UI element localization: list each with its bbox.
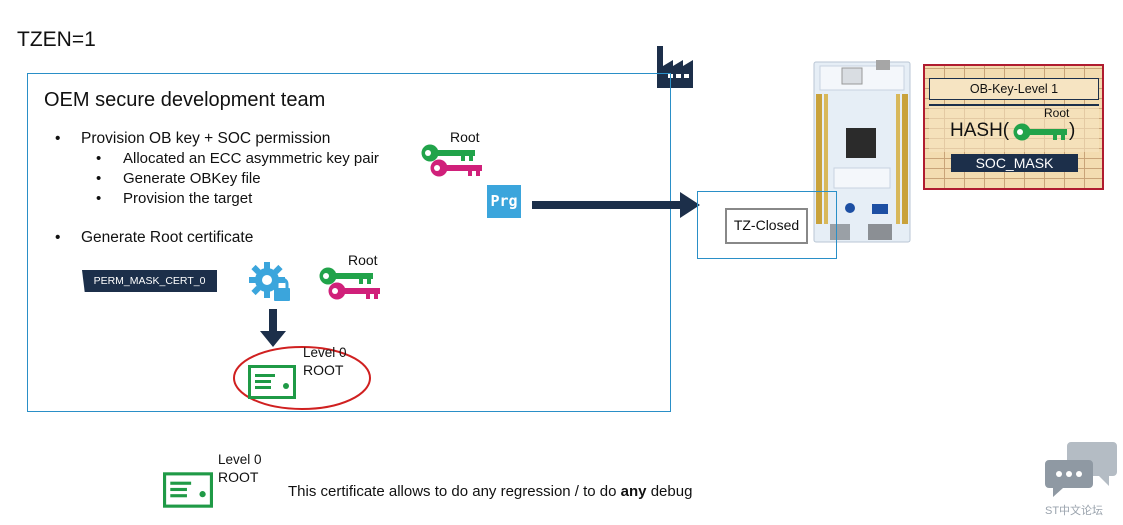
oem-panel [27, 73, 671, 412]
watermark-label: ST中文论坛 [1045, 505, 1104, 517]
sub-bullet-obkey: Generate OBKey file [96, 170, 261, 187]
green-key-icon [1013, 123, 1067, 141]
chat-bubbles-icon [1045, 442, 1117, 497]
soc-mask-badge: SOC_MASK [951, 154, 1078, 172]
down-arrow-icon [260, 309, 286, 347]
perm-mask-cert-badge: PERM_MASK_CERT_0 [82, 270, 217, 292]
programmer-icon: Prg [487, 185, 521, 218]
sub-bullet-obkey-suffix: file [237, 170, 261, 187]
footer-text-prefix: This certificate allows to do any regres… [288, 483, 621, 500]
hash-label: HASH( [950, 120, 1010, 141]
highlight-ellipse [233, 346, 371, 410]
ob-key-level-label: OB-Key-Level 1 [929, 78, 1099, 100]
footer-text-suffix: debug [646, 483, 693, 500]
certificate-icon-footer [163, 472, 213, 508]
footer-cert-level-label: Level 0 [218, 452, 262, 467]
ob-key-hash-area [929, 104, 1099, 152]
nucleo-board-image [813, 60, 911, 243]
cert-level-label: Level 0 [303, 345, 347, 360]
ob-root-label: Root [1044, 106, 1070, 120]
oem-panel-title: OEM secure development team [44, 89, 326, 111]
target-highlight-frame [697, 191, 837, 259]
footer-text-bold: any [620, 483, 647, 500]
sub-bullet-ecc: Allocated an ECC asymmetric key pair [96, 150, 379, 167]
footer-description: This certificate allows to do any regres… [288, 483, 692, 500]
root-key-label-2: Root [348, 252, 378, 268]
right-arrow-icon [532, 192, 700, 218]
sub-bullet-obkey-prefix: Generate [123, 170, 190, 187]
cert-root-label: ROOT [303, 362, 344, 378]
tz-closed-badge: TZ-Closed [725, 208, 808, 244]
sub-bullet-provision-target: Provision the target [96, 190, 252, 207]
key-pair-icon [421, 144, 482, 177]
hash-close-paren: ) [1069, 120, 1076, 141]
root-key-label-1: Root [450, 129, 480, 145]
obkey-word: OBKey [189, 170, 238, 187]
bullet-root-cert: Generate Root certificate [55, 229, 253, 247]
certificate-icon [248, 365, 296, 399]
gear-lock-icon [249, 262, 290, 301]
key-pair-icon-2 [319, 267, 380, 300]
bullet-provision: Provision OB key + SOC permission [55, 130, 330, 148]
footer-cert-root-label: ROOT [218, 469, 259, 485]
page-title: TZEN=1 [17, 28, 96, 51]
